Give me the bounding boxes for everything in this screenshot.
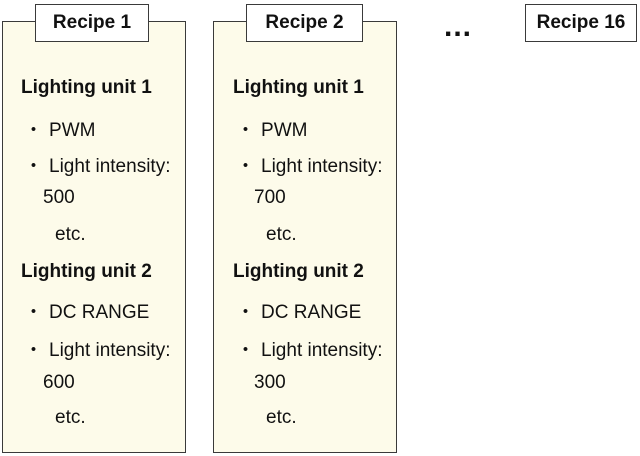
bullet-icon: ・ [236,340,256,361]
recipe-2-unit-1-intensity-label: Light intensity: [261,156,383,177]
recipe-2-unit-2-heading: Lighting unit 2 [233,261,364,282]
recipe-2-unit-2-intensity-label: Light intensity: [261,340,383,361]
recipe-16-title: Recipe 16 [525,4,637,42]
bullet-icon: ・ [24,302,44,323]
recipe-1-unit-1-etc: etc. [55,224,86,245]
recipe-1-unit-2-intensity-item: ・Light intensity: [24,335,170,362]
recipe-2-unit-1-mode-item: ・PWM [236,115,307,142]
recipe-2-unit-2-etc: etc. [266,407,297,428]
recipe-2-unit-1-heading: Lighting unit 1 [233,77,364,98]
recipe-2-unit-2-intensity-item: ・Light intensity: [236,335,382,362]
recipe-2-card [213,21,397,453]
recipe-1-unit-2-intensity-value: 600 [43,372,75,393]
recipe-1-unit-1-intensity-value: 500 [43,187,75,208]
recipe-2-unit-1-mode: PWM [261,120,308,141]
recipe-2-unit-1-intensity-item: ・Light intensity: [236,151,382,178]
recipe-1-title: Recipe 1 [35,4,149,42]
bullet-icon: ・ [236,156,256,177]
bullet-icon: ・ [24,156,44,177]
recipe-1-unit-1-intensity-label: Light intensity: [49,156,171,177]
recipe-2-title: Recipe 2 [246,4,363,42]
recipe-1-unit-1-heading: Lighting unit 1 [21,77,152,98]
recipe-1-unit-2-mode: DC RANGE [49,302,150,323]
recipe-2-unit-1-etc: etc. [266,224,297,245]
recipe-1-card [2,21,186,453]
recipe-2-unit-1-intensity-value: 700 [254,187,286,208]
recipe-1-unit-2-mode-item: ・DC RANGE [24,297,149,324]
recipe-2-unit-2-mode: DC RANGE [261,302,362,323]
bullet-icon: ・ [236,302,256,323]
recipe-1-unit-1-intensity-item: ・Light intensity: [24,151,170,178]
bullet-icon: ・ [236,120,256,141]
more-recipes-ellipsis: ... [444,10,473,43]
recipe-1-unit-2-etc: etc. [55,407,86,428]
bullet-icon: ・ [24,120,44,141]
recipe-2-unit-2-intensity-value: 300 [254,372,286,393]
recipe-1-unit-1-mode: PWM [49,120,96,141]
bullet-icon: ・ [24,340,44,361]
recipe-1-unit-2-intensity-label: Light intensity: [49,340,171,361]
recipe-1-unit-1-mode-item: ・PWM [24,115,95,142]
recipe-2-unit-2-mode-item: ・DC RANGE [236,297,361,324]
recipe-1-unit-2-heading: Lighting unit 2 [21,261,152,282]
